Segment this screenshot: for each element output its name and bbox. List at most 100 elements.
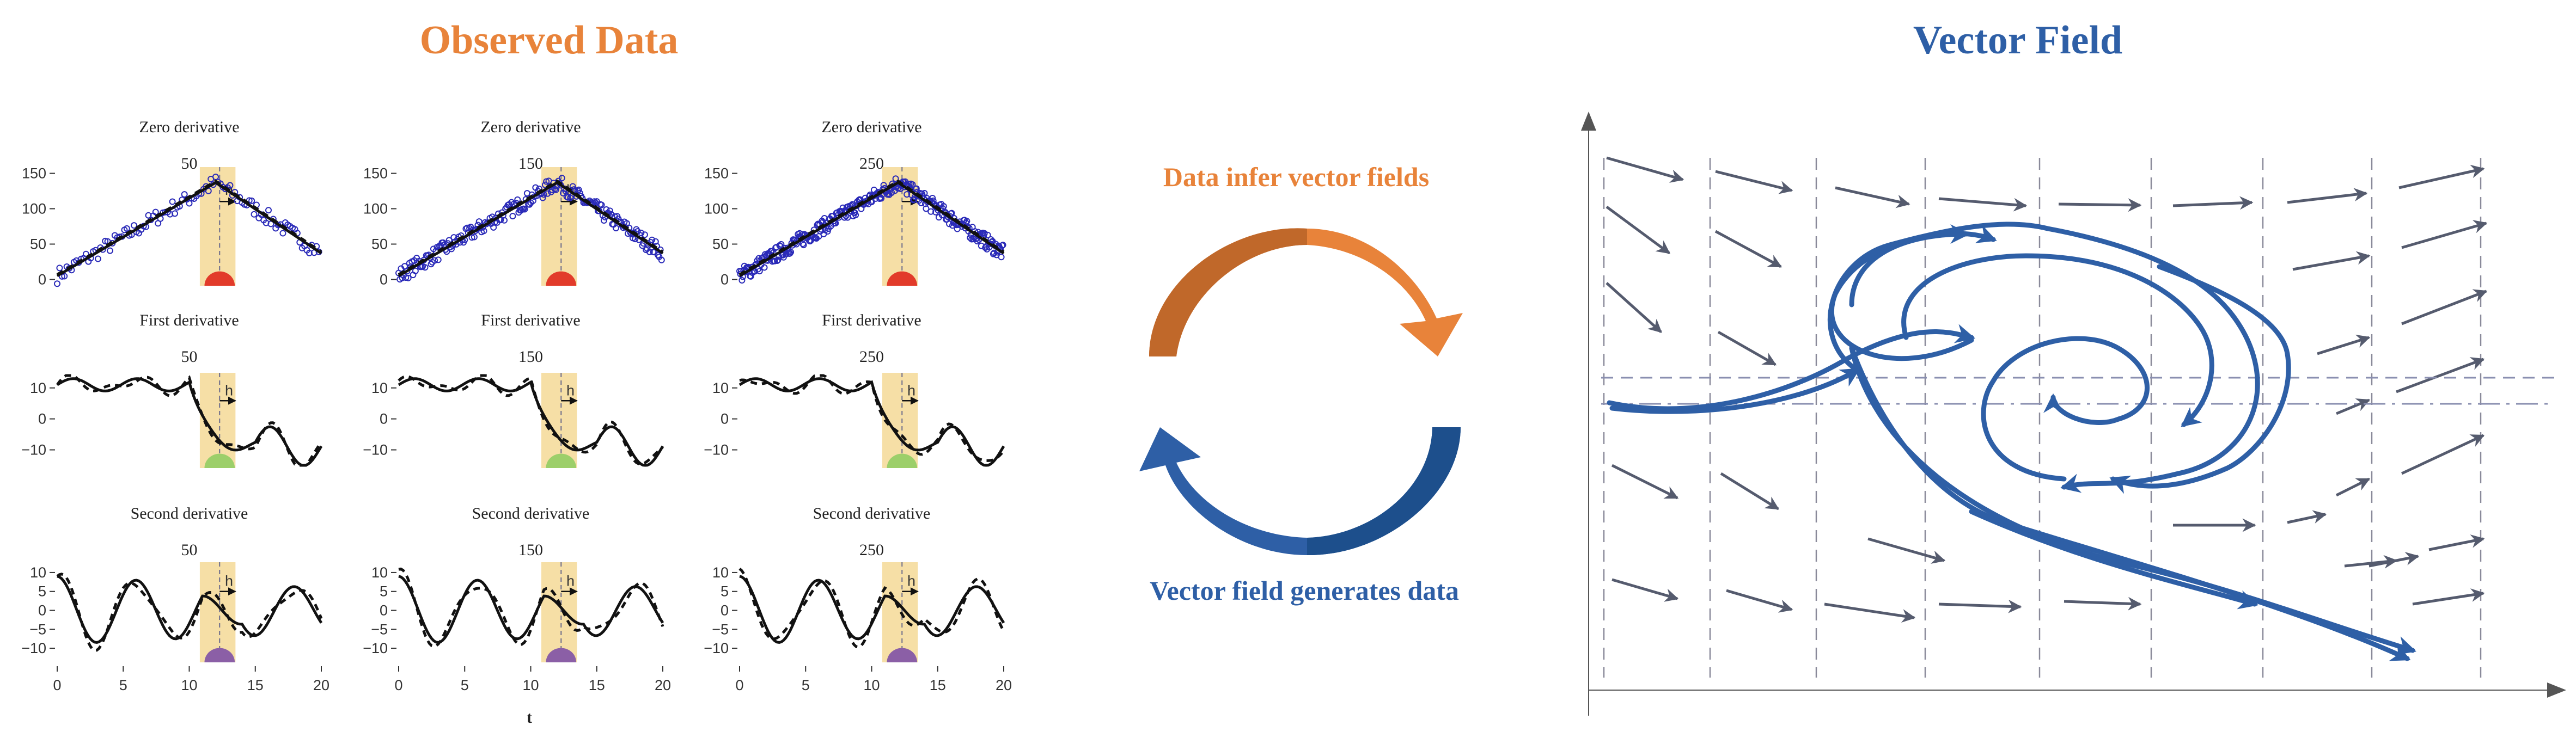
observation-point bbox=[480, 227, 487, 235]
bandwidth-window bbox=[199, 562, 236, 662]
observation-point bbox=[747, 273, 754, 280]
observation-point bbox=[778, 241, 785, 248]
observation-point bbox=[800, 242, 807, 249]
true-curve bbox=[398, 181, 664, 278]
observation-point bbox=[982, 244, 989, 251]
panel-title: First derivative bbox=[139, 311, 239, 329]
vf-grid bbox=[1603, 158, 2482, 678]
true-curve bbox=[56, 377, 323, 467]
observation-point bbox=[638, 230, 645, 237]
y-tick-label: 0 bbox=[721, 411, 729, 427]
observation-point bbox=[501, 217, 508, 224]
y-tick-label: 150 bbox=[363, 165, 388, 182]
y-tick-label: −5 bbox=[712, 621, 729, 637]
vf-arrow bbox=[2396, 357, 2485, 393]
panel-sample-size: 250 bbox=[859, 155, 884, 173]
observation-point bbox=[107, 247, 113, 254]
observation-point bbox=[880, 182, 887, 189]
kernel-shape bbox=[546, 271, 577, 286]
observation-point bbox=[990, 250, 997, 257]
observation-point bbox=[824, 228, 831, 235]
observation-point bbox=[466, 225, 473, 232]
observation-point bbox=[123, 225, 130, 232]
panel-sample-size: 50 bbox=[181, 348, 198, 366]
y-tick-label: 50 bbox=[712, 236, 729, 253]
observation-point bbox=[521, 206, 528, 213]
observation-point bbox=[978, 242, 985, 249]
vf-trajectory bbox=[1828, 222, 2260, 493]
vf-arrow bbox=[2336, 398, 2371, 415]
observation-point bbox=[761, 264, 768, 271]
observation-point bbox=[913, 185, 920, 192]
x-tick-label: 0 bbox=[394, 677, 402, 693]
bandwidth-window bbox=[541, 562, 577, 662]
vf-arrow bbox=[1824, 602, 1916, 623]
observation-point bbox=[927, 208, 935, 215]
y-tick-label: −10 bbox=[363, 442, 388, 458]
panel-title: Second derivative bbox=[131, 505, 248, 522]
observation-point bbox=[412, 267, 419, 274]
y-tick-label: 0 bbox=[380, 272, 388, 288]
x-tick-label: 20 bbox=[655, 677, 671, 693]
y-tick-label: 50 bbox=[371, 236, 388, 253]
true-curve bbox=[738, 181, 1005, 278]
observation-point bbox=[94, 255, 101, 262]
vf-arrow bbox=[1726, 589, 1793, 613]
observation-point bbox=[852, 211, 859, 218]
vf-arrow bbox=[2412, 588, 2485, 606]
observation-point bbox=[575, 186, 582, 193]
observation-point bbox=[814, 222, 821, 229]
observation-point bbox=[799, 240, 807, 247]
y-tick-label: 5 bbox=[38, 583, 46, 600]
observation-point bbox=[974, 238, 981, 245]
x-tick-label: 5 bbox=[461, 677, 469, 693]
y-tick-label: 100 bbox=[363, 201, 388, 217]
kernel-shape bbox=[546, 648, 577, 662]
observation-point bbox=[509, 213, 516, 220]
observation-point bbox=[169, 198, 176, 205]
observation-point bbox=[909, 181, 916, 188]
observation-point bbox=[435, 256, 442, 263]
observation-point bbox=[475, 218, 483, 225]
y-tick-label: −10 bbox=[704, 640, 729, 656]
true-curve bbox=[56, 181, 322, 278]
vf-arrow bbox=[2428, 534, 2485, 551]
vf-trajectory bbox=[1607, 324, 1975, 411]
observation-point bbox=[892, 175, 899, 182]
observation-point bbox=[788, 249, 795, 256]
observation-point bbox=[422, 264, 429, 271]
panel-sample-size: 250 bbox=[859, 541, 884, 559]
bandwidth-label: h bbox=[907, 382, 915, 398]
vf-arrow bbox=[1938, 197, 2028, 212]
observation-point bbox=[929, 194, 936, 201]
observation-point bbox=[598, 201, 605, 208]
panel-title: Zero derivative bbox=[821, 118, 921, 136]
vf-arrow bbox=[1867, 537, 1946, 564]
observation-point bbox=[948, 210, 955, 217]
estimated-curve bbox=[56, 573, 323, 652]
observation-point bbox=[999, 242, 1006, 249]
observation-point bbox=[773, 244, 780, 251]
bandwidth-label: h bbox=[566, 382, 575, 398]
vf-arrow bbox=[2344, 555, 2398, 569]
vf-arrow bbox=[1717, 330, 1777, 366]
observation-point bbox=[771, 257, 778, 265]
true-curve bbox=[739, 575, 1005, 644]
observation-point bbox=[431, 257, 438, 264]
vf-arrow bbox=[2335, 477, 2371, 497]
observation-point bbox=[167, 211, 174, 218]
vf-arrow bbox=[2398, 164, 2485, 189]
panel-sample-size: 50 bbox=[181, 155, 198, 173]
x-tick-label: 20 bbox=[996, 677, 1012, 693]
vf-trajectory bbox=[1849, 346, 2416, 655]
true-curve bbox=[398, 575, 664, 644]
x-tick-label: 10 bbox=[522, 677, 539, 693]
true-curve bbox=[57, 575, 323, 644]
vf-arrow bbox=[1715, 170, 1793, 194]
observation-point bbox=[774, 256, 782, 263]
vf-arrow bbox=[2287, 510, 2327, 524]
